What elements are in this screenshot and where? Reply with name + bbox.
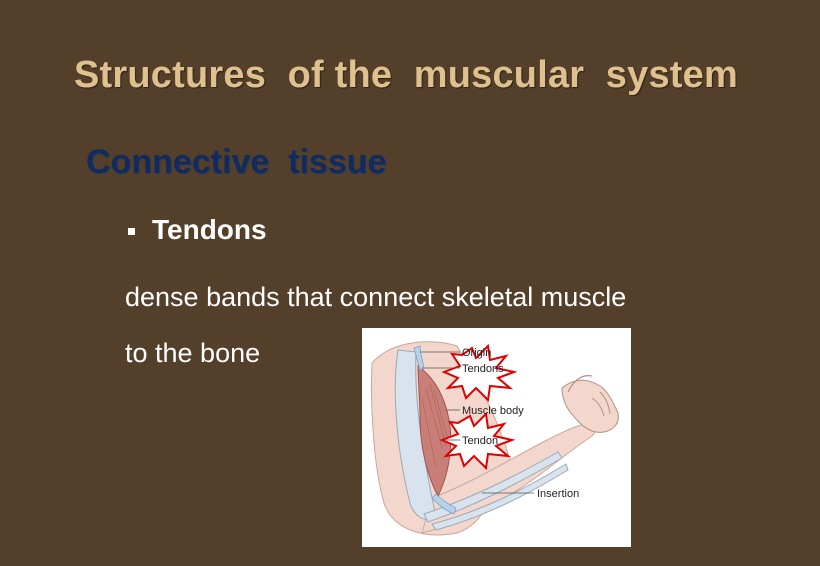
- label-tendon: Tendon: [462, 435, 498, 447]
- bullet-item: Tendons: [128, 214, 267, 246]
- starburst-highlight-bottom: [439, 411, 516, 471]
- starburst-highlight-top: [441, 343, 518, 403]
- body-text-line-2: to the bone: [125, 338, 261, 368]
- hand-skin: [561, 379, 619, 433]
- label-tendons: Tendons: [462, 363, 504, 375]
- insertion-tendon: [431, 493, 457, 515]
- slide-title: Structures of the muscular system: [74, 54, 738, 96]
- finger-lines: [591, 391, 611, 417]
- slide-subtitle: Connective tissue: [86, 143, 387, 181]
- body-text-line-1: dense bands that connect skeletal muscle: [125, 282, 627, 312]
- thumb-skin: [567, 375, 593, 393]
- arm-anatomy-figure: Origin Tendons Muscle body Tendon Insert…: [362, 328, 631, 547]
- square-bullet-icon: [128, 227, 135, 235]
- label-muscle-body: Muscle body: [462, 405, 524, 417]
- radius-bone: [423, 451, 563, 523]
- label-origin: Origin: [462, 347, 491, 359]
- bullet-text: Tendons: [152, 214, 267, 245]
- label-insertion: Insertion: [537, 488, 579, 500]
- muscle-striations: [421, 383, 449, 469]
- arm-anatomy-illustration: Origin Tendons Muscle body Tendon Insert…: [371, 341, 619, 536]
- ulna-bone: [431, 463, 569, 531]
